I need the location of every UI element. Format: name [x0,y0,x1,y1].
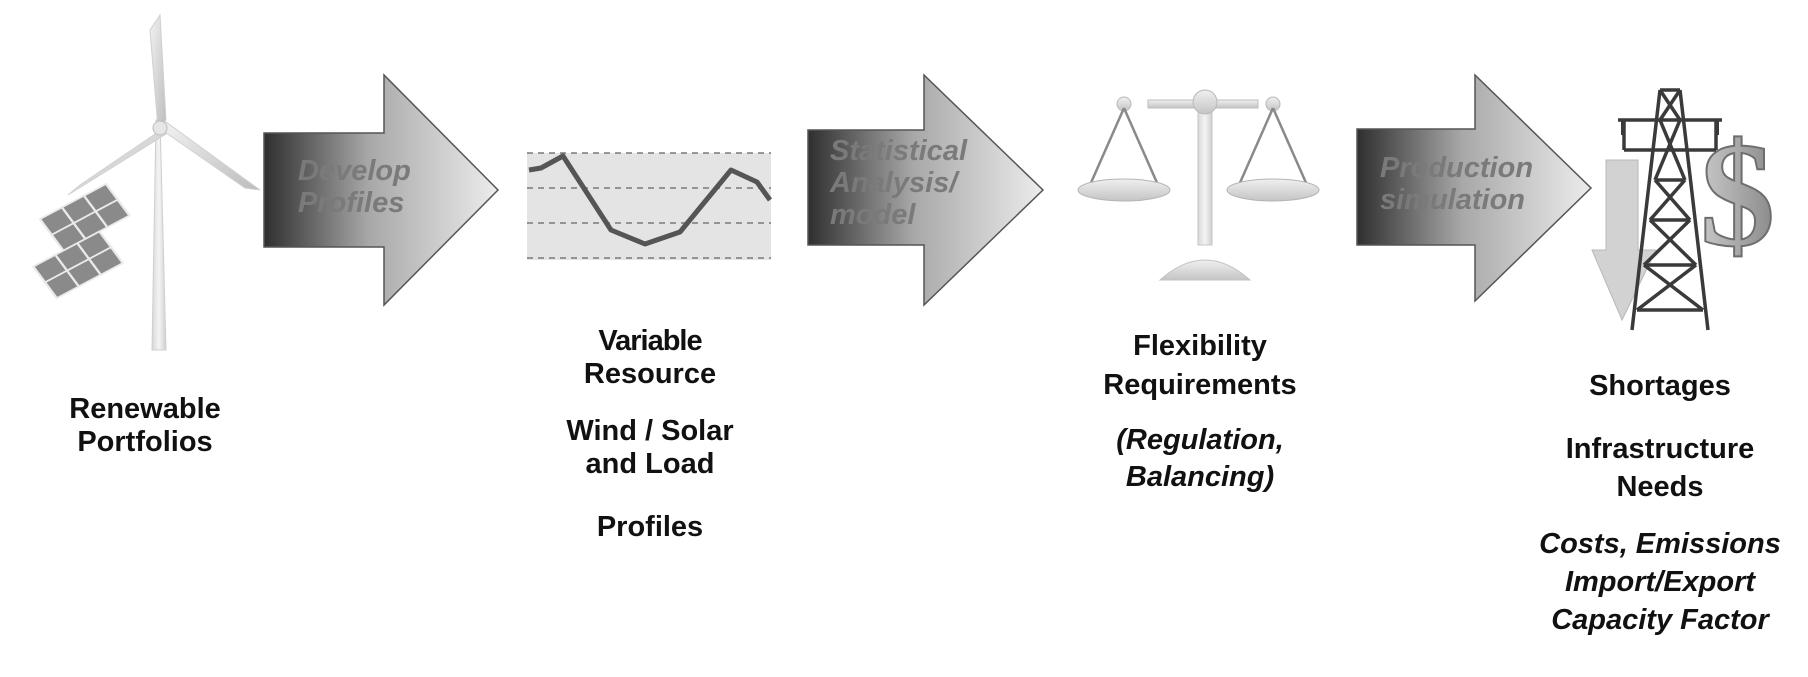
arrow-statistical-analysis-text: Statistical Analysis/ model [830,135,967,231]
arrow-develop-profiles [263,73,500,307]
arrow-statistical-analysis [807,73,1045,307]
stage-renewable-label: Renewable Portfolios [69,393,221,458]
wind-turbine-icon [67,13,261,351]
stage-variable-label: Variable Resource Wind / Solar and Load … [566,325,734,543]
arrow-develop-profiles-text: Develop Profiles [298,155,411,219]
arrow-production-simulation [1356,73,1593,303]
balance-scale-icon [1077,89,1320,281]
line-chart-icon [527,152,773,260]
svg-text:$: $ [1700,112,1775,278]
stage-flex-label: Flexibility Requirements (Regulation, Ba… [1103,330,1297,493]
transmission-tower-icon [1618,88,1722,331]
dollar-icon: $ [1699,111,1776,279]
stage-output-label: Shortages Infrastructure Needs Costs, Em… [1539,370,1781,636]
arrow-production-simulation-text: Production simulation [1380,152,1534,216]
solar-panel-icon [31,182,131,300]
